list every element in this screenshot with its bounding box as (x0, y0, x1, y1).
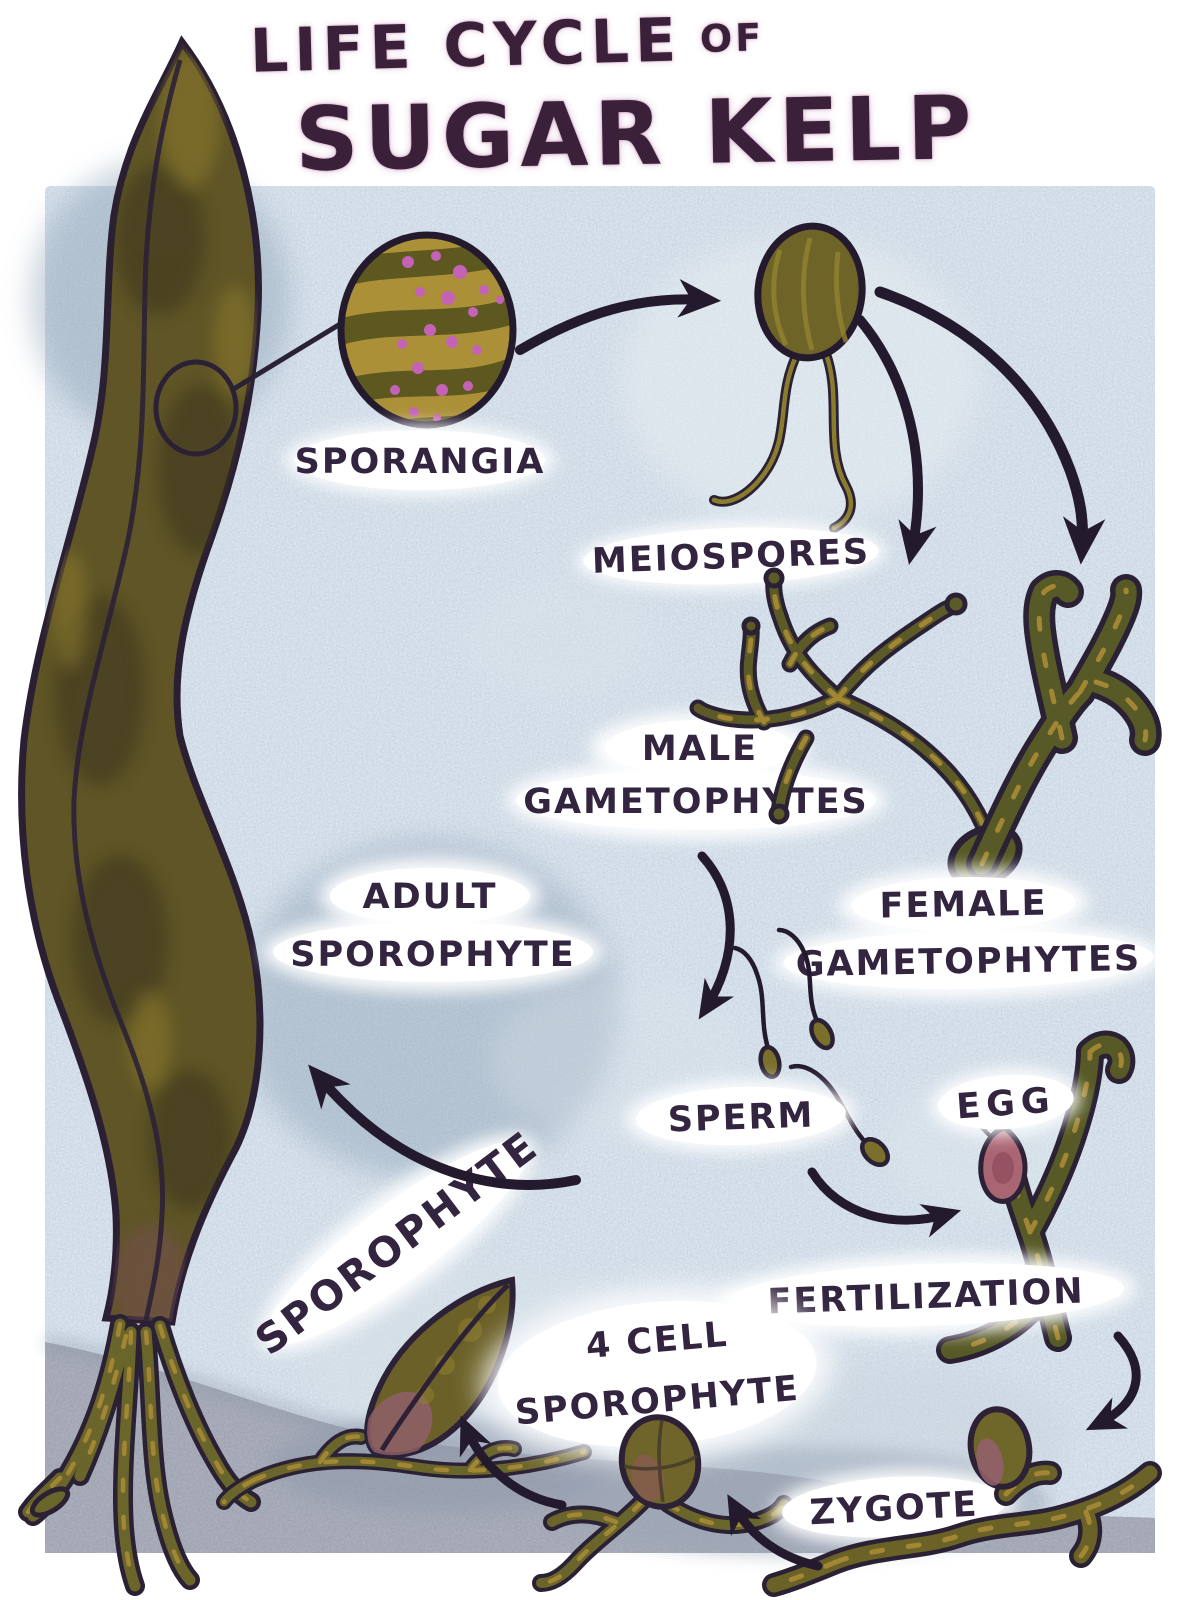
svg-text:FEMALE: FEMALE (879, 884, 1048, 927)
water-background (45, 186, 1155, 1553)
magnifier-circle (153, 315, 352, 457)
svg-text:GAMETOPHYTES: GAMETOPHYTES (523, 782, 868, 822)
magnifier-connector-line (230, 315, 352, 393)
svg-text:MALE: MALE (642, 729, 758, 769)
svg-text:GAMETOPHYTES: GAMETOPHYTES (795, 939, 1141, 985)
svg-text:ZYGOTE: ZYGOTE (809, 1485, 980, 1534)
arrow-meiospores-to-male-gametophytes (855, 315, 937, 565)
arrow-meiospores-to-female-gametophytes (874, 286, 1106, 565)
egg-illustration (978, 1125, 1028, 1204)
svg-text:EGG: EGG (955, 1081, 1057, 1128)
arrow-four-cell-to-young-sporophyte (459, 1415, 567, 1510)
label-sporangia: SPORANGIA (285, 424, 555, 496)
arrow-male-gametophytes-to-sperm (697, 851, 735, 1020)
holdfast-illustration (28, 1324, 251, 1586)
arrow-sperm-to-egg (807, 1167, 962, 1238)
svg-text:SPORANGIA: SPORANGIA (295, 442, 546, 482)
arrow-zygote-to-four-cell-sporophyte (727, 1494, 823, 1571)
label-female-gametophytes: FEMALE GAMETOPHYTES (773, 867, 1164, 999)
meiospore-illustration (714, 222, 866, 528)
four-cell-sporophyte-illustration (541, 1414, 784, 1583)
label-adult-sporophyte: ADULT SPOROPHYTE (263, 858, 603, 992)
sporangia-dots (390, 251, 504, 422)
young-sporophyte-illustration (224, 1280, 584, 1502)
svg-text:MEIOSPORES: MEIOSPORES (591, 532, 870, 582)
svg-text:SPOROPHYTE: SPOROPHYTE (290, 935, 575, 975)
sperm-illustration (732, 927, 890, 1167)
label-four-cell-sporophyte: 4 CELL SPOROPHYTE (482, 1287, 832, 1461)
zygote-illustration (774, 1406, 1150, 1585)
arrow-fertilization-to-zygote (1085, 1331, 1141, 1431)
svg-text:ADULT: ADULT (363, 877, 498, 917)
cycle-arrows (308, 279, 1141, 1571)
adult-sporophyte-illustration (22, 42, 352, 1586)
label-fertilization: FERTILIZATION (716, 1254, 1136, 1336)
label-egg: EGG (931, 1068, 1081, 1136)
arrow-sporangia-to-meiospores (515, 279, 722, 355)
label-meiospores: MEIOSPORES (576, 521, 886, 591)
label-sperm: SPERM (626, 1079, 856, 1153)
svg-text:SPERM: SPERM (667, 1095, 815, 1140)
arrow-young-sporophyte-to-adult (308, 1064, 581, 1190)
